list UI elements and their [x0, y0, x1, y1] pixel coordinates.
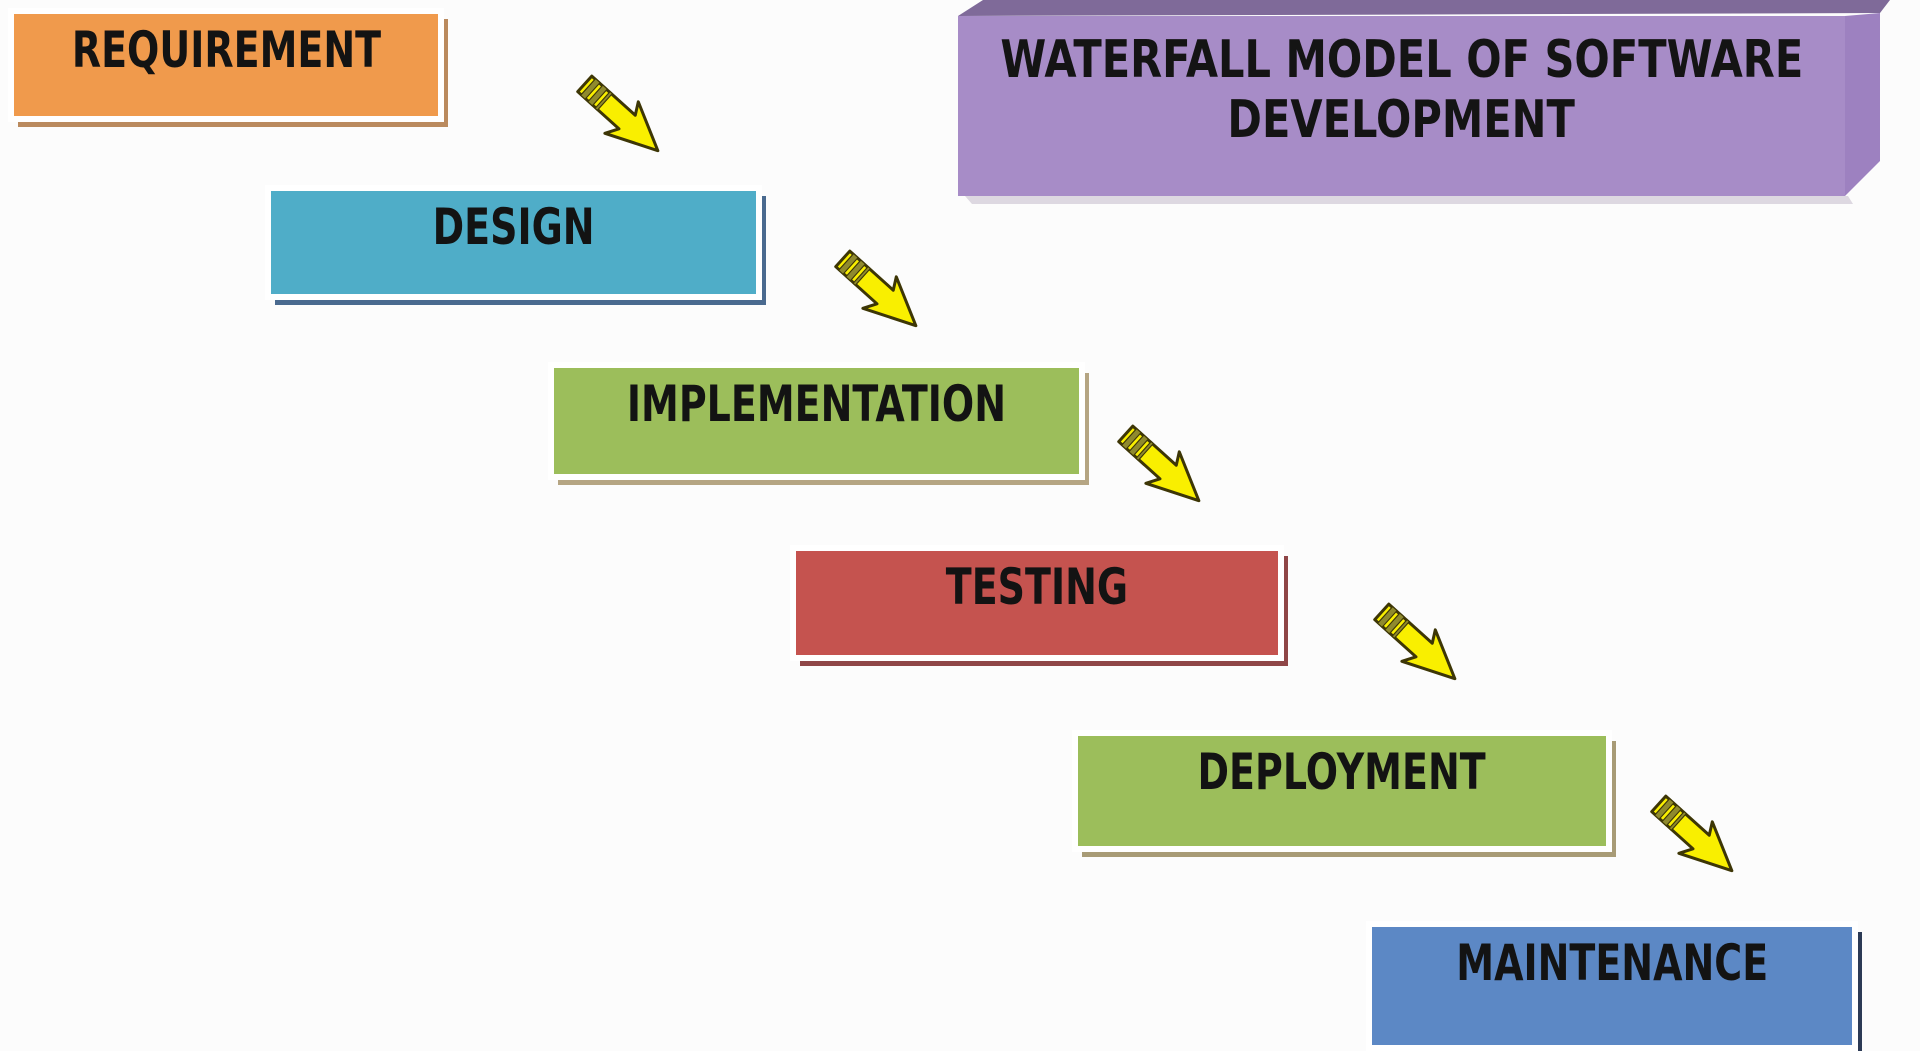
title-text: WATERFALL MODEL OF SOFTWARE DEVELOPMENT: [958, 16, 1845, 196]
stage-box-implementation: IMPLEMENTATION: [548, 362, 1085, 480]
stage-label-maintenance: MAINTENANCE: [1456, 934, 1768, 992]
title-line-2: DEVELOPMENT: [1227, 90, 1576, 151]
stage-label-design: DESIGN: [432, 198, 595, 256]
title-banner-top-face: [958, 0, 1890, 16]
flow-arrow-icon: [1373, 602, 1457, 680]
stage-box-requirement: REQUIREMENT: [8, 8, 444, 122]
title-line-1: WATERFALL MODEL OF SOFTWARE: [1000, 30, 1803, 90]
flow-arrow-icon: [834, 249, 918, 327]
stage-box-design: DESIGN: [265, 185, 762, 300]
flow-arrow-icon: [1650, 794, 1734, 872]
stage-box-maintenance: MAINTENANCE: [1366, 921, 1858, 1051]
stage-label-testing: TESTING: [945, 558, 1129, 616]
title-banner-under-shadow: [965, 196, 1853, 204]
stage-box-deployment: DEPLOYMENT: [1072, 730, 1612, 852]
stage-label-implementation: IMPLEMENTATION: [626, 375, 1007, 433]
title-banner-side-face: [1845, 13, 1880, 196]
flow-arrow-icon: [1117, 424, 1201, 502]
title-banner-front-face: [958, 16, 1845, 196]
stage-label-deployment: DEPLOYMENT: [1197, 743, 1487, 801]
stage-label-requirement: REQUIREMENT: [71, 21, 381, 79]
stage-box-testing: TESTING: [790, 545, 1284, 661]
waterfall-diagram: WATERFALL MODEL OF SOFTWARE DEVELOPMENT …: [8, 0, 1890, 1051]
page: { "background_color": "#fcfcfc", "title_…: [8, 0, 1890, 1051]
flow-arrow-icon: [576, 74, 660, 152]
title-banner-3d: [958, 0, 1890, 204]
